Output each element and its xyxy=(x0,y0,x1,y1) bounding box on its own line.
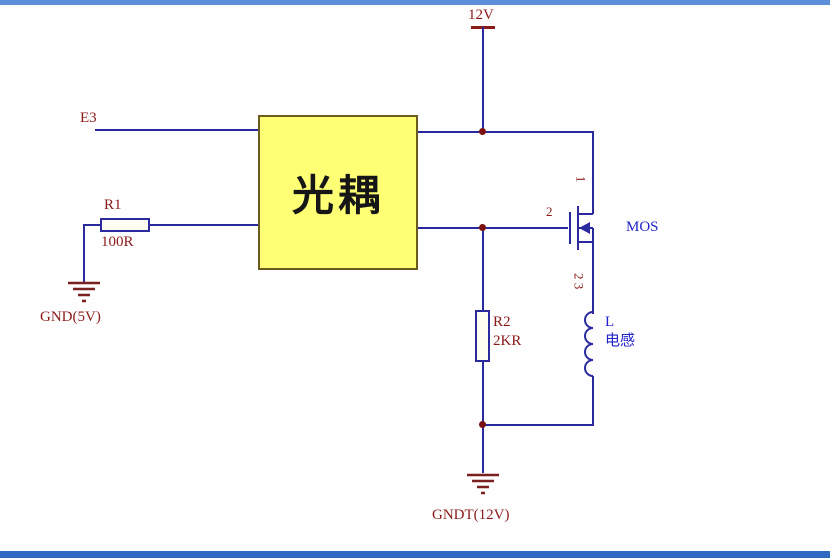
wire-r1-right xyxy=(150,224,258,226)
wire-bottom-tie xyxy=(482,424,594,426)
ground-5v-symbol xyxy=(68,281,100,303)
mosfet-pin-gate: 2 xyxy=(546,204,553,219)
gnd-12v-label: GNDT(12V) xyxy=(432,507,510,523)
wire-gate xyxy=(418,227,568,229)
wire-r1-left xyxy=(84,224,100,226)
r1-designator: R1 xyxy=(104,197,122,213)
top-banner xyxy=(0,0,830,5)
wire-12v-drop xyxy=(482,27,484,133)
wire-drain xyxy=(592,131,594,196)
wire-gnd5v-drop xyxy=(83,224,85,282)
junction-gate-r2 xyxy=(479,224,486,231)
r1-value: 100R xyxy=(101,234,134,250)
mosfet-body-arrow-icon xyxy=(579,222,590,234)
resistor-r2-body xyxy=(475,310,490,362)
mosfet-pin-source: 2 3 xyxy=(571,273,587,290)
junction-12v xyxy=(479,128,486,135)
inductor-value: 电感 xyxy=(605,333,636,349)
resistor-r1-body xyxy=(100,218,150,232)
power-label-12v: 12V xyxy=(468,7,494,23)
gnd-5v-label: GND(5V) xyxy=(40,309,101,325)
wire-source xyxy=(592,266,594,314)
ground-12v-symbol xyxy=(467,473,499,495)
inductor-symbol xyxy=(584,311,594,377)
r2-designator: R2 xyxy=(493,314,511,330)
mosfet-symbol xyxy=(569,196,594,268)
mosfet-label: MOS xyxy=(626,219,659,235)
inductor-designator: L xyxy=(605,314,615,330)
wire-inductor-bottom xyxy=(592,376,594,426)
wire-top-right xyxy=(418,131,594,133)
bottom-banner xyxy=(0,551,830,558)
r2-value: 2KR xyxy=(493,333,522,349)
optocoupler-label: 光耦 xyxy=(291,174,384,220)
wire-r2-bottom xyxy=(482,362,484,473)
wire-e3 xyxy=(95,129,258,131)
net-label-e3: E3 xyxy=(80,110,97,126)
wire-r2-top xyxy=(482,227,484,310)
junction-bottom xyxy=(479,421,486,428)
optocoupler-body: 光耦 xyxy=(258,115,418,270)
mosfet-pin-drain: 1 xyxy=(573,175,589,183)
